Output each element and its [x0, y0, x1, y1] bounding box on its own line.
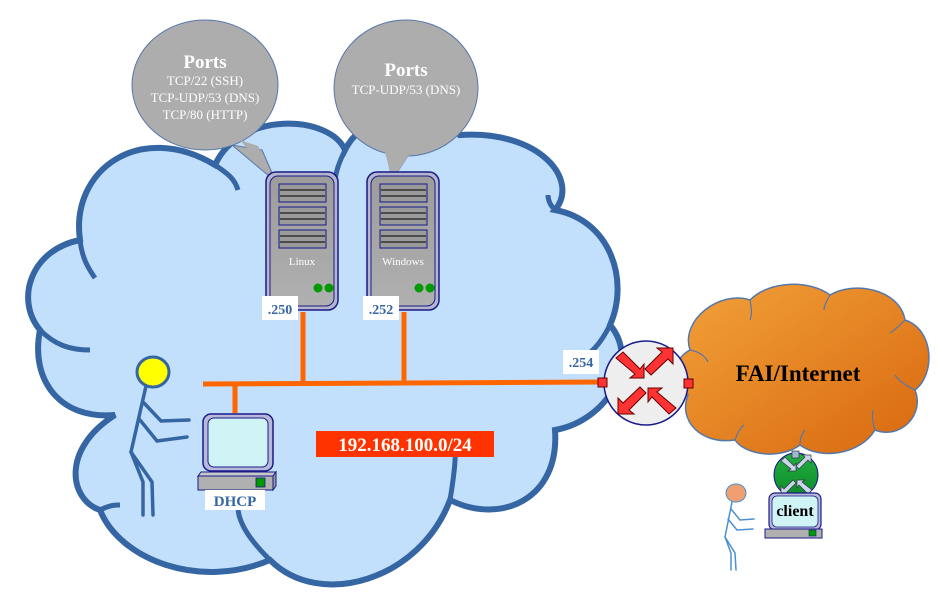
windows-ip-label: .252 — [369, 303, 394, 318]
router-ip-label: .254 — [569, 356, 594, 371]
dhcp-label-badge — [205, 490, 265, 510]
status-led-icon — [313, 283, 323, 293]
lan-links — [202, 312, 603, 413]
linux-port-line: TCP/22 (SSH) — [167, 73, 243, 88]
subnet-label: 192.168.100.0/24 — [338, 435, 472, 456]
dhcp-computer[interactable] — [197, 413, 277, 492]
client-label: client — [776, 503, 814, 520]
windows-server[interactable]: Windows — [366, 171, 440, 311]
subnet-badge — [316, 431, 494, 457]
router-icon[interactable] — [597, 340, 694, 426]
status-led-icon — [425, 283, 435, 293]
linux-port-line: TCP-UDP/53 (DNS) — [151, 90, 260, 105]
internet-cloud-shape — [674, 283, 930, 455]
linux-ip-label: .250 — [268, 303, 293, 318]
internet-label: FAI/Internet — [736, 361, 861, 386]
linux-server-label: Linux — [289, 256, 316, 268]
status-led-icon — [324, 283, 334, 293]
linux-server[interactable]: Linux — [265, 171, 339, 311]
lan-cloud — [25, 111, 625, 588]
linux-bubble-title: Ports — [183, 52, 226, 73]
router-port-icon — [597, 377, 608, 388]
client-computer[interactable] — [764, 492, 823, 539]
windows-port-line: TCP-UDP/53 (DNS) — [352, 82, 461, 97]
client-router-icon[interactable] — [773, 450, 819, 498]
windows-bubble-title: Ports — [384, 60, 427, 81]
router-ip-badge — [563, 350, 599, 374]
client-user-icon — [724, 483, 755, 571]
status-led-icon — [414, 283, 424, 293]
lan-user-icon — [129, 355, 191, 517]
windows-ip-badge — [363, 296, 399, 320]
linux-ports-bubble — [131, 19, 279, 183]
windows-server-label: Windows — [382, 256, 424, 268]
router-port-icon — [683, 378, 694, 389]
dhcp-label: DHCP — [214, 494, 257, 510]
internet-cloud — [674, 283, 930, 455]
linux-port-line: TCP/80 (HTTP) — [163, 107, 248, 122]
linux-ip-badge — [262, 296, 298, 320]
